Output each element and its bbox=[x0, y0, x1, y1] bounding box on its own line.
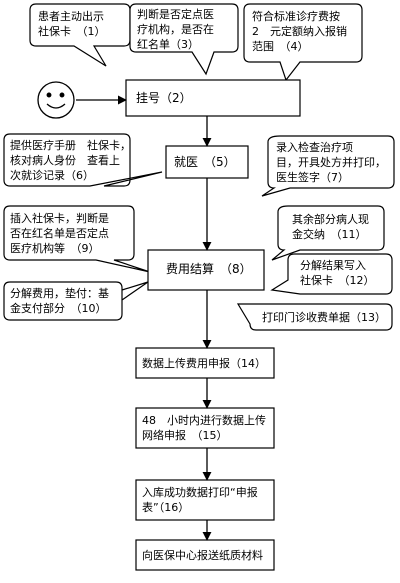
node-submit: 向医保中心报送纸质材料 bbox=[142, 549, 263, 562]
callout-verify-identity: 提供医疗手册 社保卡， 核对病人身份 查看上 次就诊记录（6） bbox=[10, 139, 131, 182]
smiley-face-icon bbox=[37, 81, 75, 119]
callout-verify-identity-bubble bbox=[3, 133, 163, 187]
callout-insert-card: 插入社保卡，判断是 否在红名单是否定点 医疗机构等 （9） bbox=[10, 212, 109, 255]
node-print-report: 入库成功数据打印“申报 表”（16） bbox=[142, 486, 258, 514]
callout-write-card: 分解结果写入 社保卡 （12） bbox=[300, 259, 375, 287]
callout-show-card-bubble bbox=[29, 3, 131, 67]
node-upload-box bbox=[135, 347, 275, 379]
callout-print-receipt-bubble bbox=[236, 303, 393, 331]
callout-fee-reimburse: 符合标准诊疗费按 2 元定额纳入报销 范围 （4） bbox=[252, 10, 347, 53]
callout-show-card: 患者主动出示 社保卡 （1） bbox=[38, 10, 106, 38]
callout-cash-pay: 其余部分病人现 金交纳 （11） bbox=[292, 213, 369, 241]
callout-record-exam-bubble bbox=[261, 135, 395, 197]
node-network-box bbox=[135, 407, 275, 449]
node-register-box bbox=[125, 79, 301, 117]
callout-split-fee: 分解费用，垫付：基 金支付部分 （10） bbox=[10, 287, 109, 315]
callout-fee-reimburse-bubble bbox=[243, 3, 363, 82]
callout-split-fee-bubble bbox=[3, 281, 149, 321]
callout-check-blacklist: 判断是否定点医 疗机构，是否在 红名单（3） bbox=[137, 8, 214, 51]
node-network: 48 小时内进行数据上传 网络申报 （15） bbox=[142, 414, 266, 442]
callout-write-card-bubble bbox=[270, 253, 393, 295]
callout-record-exam: 录入检查治疗项 目，开具处方并打印， 医生签字（7） bbox=[276, 141, 386, 184]
node-upload: 数据上传费用申报（14） bbox=[142, 357, 266, 370]
callout-print-receipt: 打印门诊收费单据（13） bbox=[262, 311, 386, 324]
node-settle: 费用结算 （8） bbox=[166, 262, 252, 276]
node-visit: 就医 （5） bbox=[174, 155, 236, 169]
callout-insert-card-bubble bbox=[3, 205, 151, 273]
node-settle-box bbox=[147, 249, 265, 291]
node-register: 挂号（2） bbox=[136, 91, 192, 105]
node-submit-box bbox=[135, 539, 275, 571]
callout-cash-pay-bubble bbox=[271, 205, 385, 261]
callout-check-blacklist-bubble bbox=[129, 3, 239, 76]
